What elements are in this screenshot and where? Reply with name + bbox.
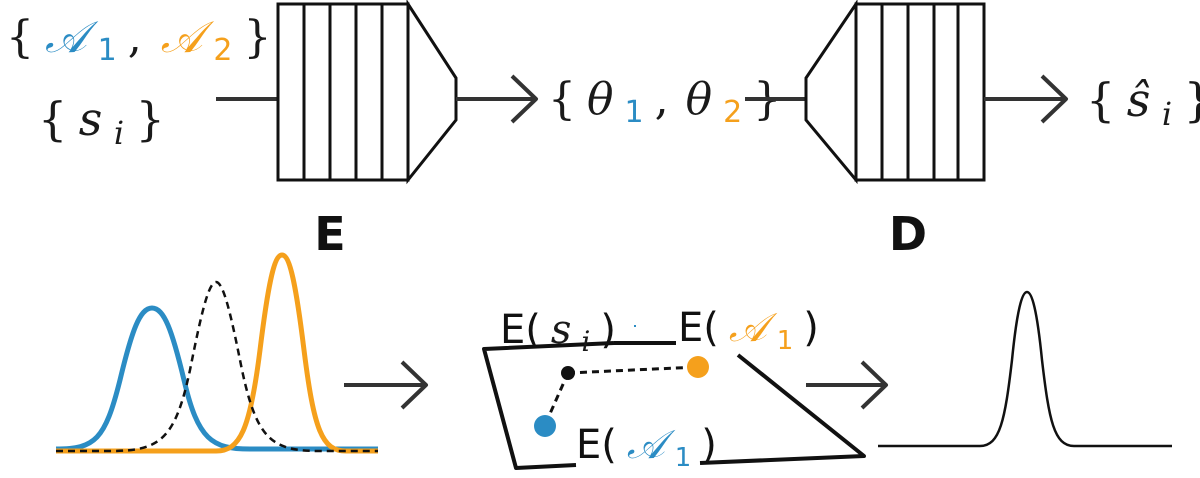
theta-1-letter: θ [587,74,614,125]
theta-2-sub: 2 [723,95,742,130]
svg-text:{ 𝒜 1 ,: { 𝒜 1 , 𝒜 2 } [6,12,271,70]
point-e-si [561,366,575,380]
svg-text:{ θ 1 ,: { θ 1 , θ 2 } [548,74,781,132]
e-a1-cal: 𝒜 [729,305,778,351]
cal-a1-letter: 𝒜 [45,12,99,63]
brace-close: } [1184,73,1200,127]
cal-a2-sub: 2 [213,33,232,68]
s-hat-letter: ŝ [1127,73,1151,127]
comma: , [128,12,142,63]
label-e-si: E( s i ) [500,307,616,360]
e-prefix: E( [500,307,541,353]
output-distribution-curve [878,290,1172,448]
orange-distribution-curve [56,252,378,454]
s-hat-sub: i [1162,95,1172,133]
theta-1-sub: 1 [625,95,644,130]
brace-open: { [548,74,576,125]
cal-a2-letter: 𝒜 [161,12,215,63]
right-arrow-icon [984,74,1068,124]
e-s-letter: s [551,307,572,353]
brace-open: { [6,12,34,63]
e-close: ) [600,307,616,353]
latent-plane [482,325,866,470]
e-s-sub: i [581,325,590,358]
e-a1b-cal: 𝒜 [627,422,676,468]
svg-text:{ ŝ i }: { ŝ i } [1086,73,1200,135]
right-arrow-icon [456,74,538,124]
output-set-label: { ŝ i } [1086,73,1200,135]
s-sub: i [114,114,124,152]
input-set-label: { 𝒜 1 , 𝒜 2 } [6,12,271,70]
blue-distribution-curve [55,305,378,452]
brace-open: { [1086,73,1115,127]
svg-text:{ s i }: { s i } [38,92,165,154]
e-close: ) [701,422,717,468]
encoder-label: E [314,207,345,261]
cal-a1-sub: 1 [98,33,117,68]
decoder-block-icon [804,0,986,185]
latent-parameters-label: { θ 1 , θ 2 } [548,74,781,132]
right-arrow-icon [344,360,428,410]
e-a1b-sub: 1 [675,443,692,473]
dashed-distribution-curve [56,280,378,453]
e-a1-sub: 1 [777,326,794,356]
svg-text:E( 𝒜 1 ): E( 𝒜 1 ) [576,422,717,475]
brace-open: { [38,92,67,146]
encoder-block-icon [276,0,458,185]
e-prefix: E( [576,422,617,468]
right-arrow-icon [806,360,888,410]
decoder-label: D [889,207,927,261]
link-si-a1-orange-dashed [567,365,699,375]
label-e-a1-top: E( 𝒜 1 ) [678,305,819,358]
brace-close: } [136,92,165,146]
brace-close: } [243,12,271,63]
s-letter: s [79,92,103,146]
point-e-a1-orange [687,356,709,378]
svg-text:E( s i ): E( s i ) [500,307,616,360]
svg-text:E( 𝒜 1 ): E( 𝒜 1 ) [678,305,819,358]
label-e-a1-bottom: E( 𝒜 1 ) [576,422,717,475]
e-prefix: E( [678,305,719,351]
e-close: ) [803,305,819,351]
samples-set-label: { s i } [38,92,165,154]
point-e-a1-blue [534,415,556,437]
comma: , [655,74,669,125]
link-si-a1-dashed [543,372,570,426]
distributions-plot [55,252,378,454]
theta-2-letter: θ [686,74,713,125]
